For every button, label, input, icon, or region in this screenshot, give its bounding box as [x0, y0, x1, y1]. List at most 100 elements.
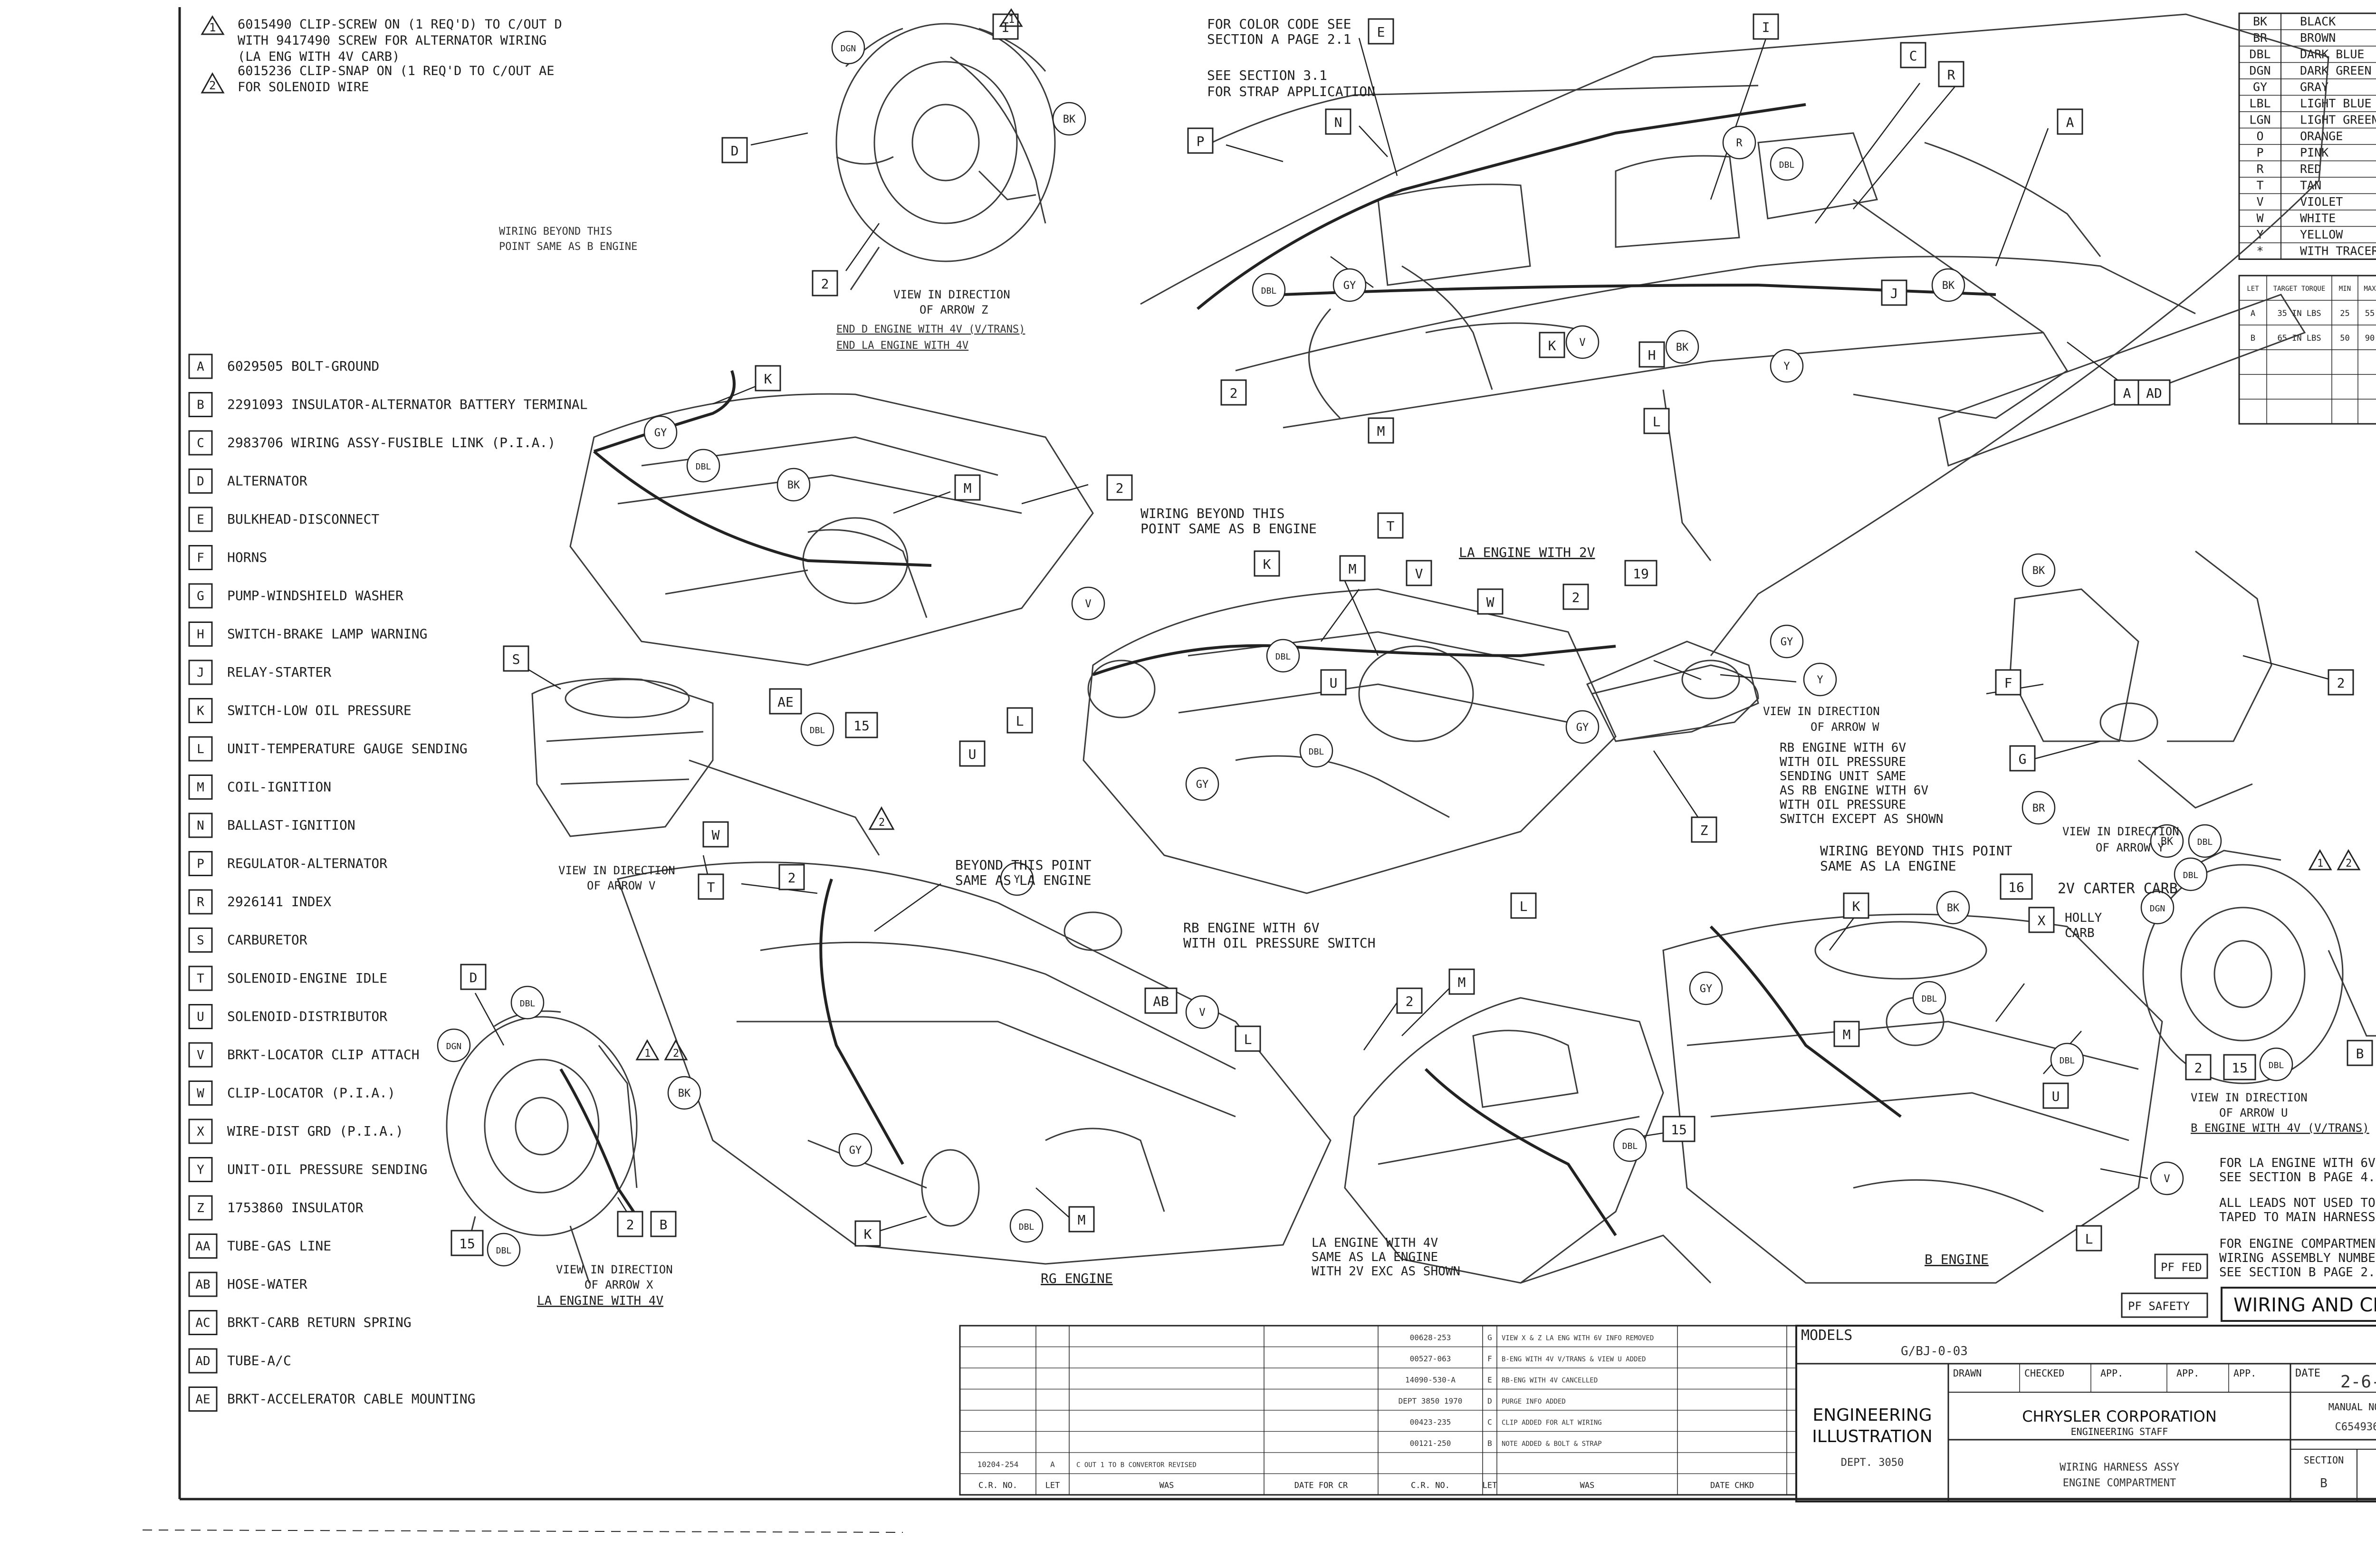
svg-text:OF ARROW X: OF ARROW X [584, 1278, 653, 1291]
callout-box: Z [1691, 816, 1717, 843]
revision-cr: 00628-253 [1410, 1333, 1451, 1342]
svg-text:L: L [1016, 713, 1024, 729]
wire-color-circle: V [1071, 586, 1105, 621]
torque-cell: 55 [2365, 309, 2375, 318]
wire-color-circle: BK [1665, 330, 1699, 364]
legend-code: U [197, 1010, 204, 1024]
svg-text:F: F [2004, 675, 2012, 691]
legend-code: R [197, 895, 204, 909]
title-block-text: C654936 [2335, 1421, 2376, 1433]
title-block-text: CHECKED [2024, 1367, 2064, 1379]
revision-header: C.R. NO. [1411, 1481, 1450, 1491]
callout-box: B [2347, 1040, 2373, 1066]
color-code: LBL [2249, 96, 2271, 110]
svg-text:CARB: CARB [2065, 926, 2095, 940]
color-code: DGN [2249, 64, 2271, 77]
color-code: O [2256, 129, 2263, 143]
wire-color-circle: DBL [1613, 1128, 1647, 1162]
svg-text:DBL: DBL [2197, 837, 2213, 847]
callout-box: M [1833, 1021, 1860, 1047]
revision-was: B-ENG WITH 4V V/TRANS & VIEW U ADDED [1502, 1356, 1646, 1363]
callout-box: 15 [845, 712, 878, 738]
svg-text:BK: BK [1947, 902, 1960, 914]
svg-text:V: V [2164, 1173, 2170, 1185]
title-block-text: APP. [2176, 1367, 2199, 1379]
callout-box: X [2028, 907, 2055, 933]
svg-text:BK: BK [1063, 114, 1076, 125]
svg-text:BR: BR [2032, 803, 2045, 814]
legend-code: D [197, 475, 204, 489]
svg-text:L: L [1653, 414, 1661, 430]
legend-code: F [197, 551, 204, 565]
callout-box: 2 [1106, 474, 1133, 501]
svg-text:OF ARROW W: OF ARROW W [1811, 720, 1879, 734]
title-block-text: MODELS [1801, 1327, 1852, 1344]
svg-text:DBL: DBL [1275, 652, 1291, 662]
svg-text:BK: BK [1676, 342, 1689, 354]
wire-color-circle: DGN [2140, 890, 2175, 925]
wire-color-circle: DBL [2174, 857, 2208, 891]
color-name: RED [2300, 162, 2321, 176]
legend-code: Z [197, 1201, 204, 1215]
legend-code: C [197, 436, 204, 450]
wire-color-circle: V [2150, 1161, 2184, 1195]
callout-box: AE [769, 688, 802, 715]
callout-box: 15 [1662, 1116, 1696, 1142]
svg-text:VIEW IN DIRECTION: VIEW IN DIRECTION [2191, 1091, 2308, 1104]
svg-text:BEYOND THIS POINT: BEYOND THIS POINT [955, 857, 1092, 873]
svg-text:SENDING UNIT SAME: SENDING UNIT SAME [1780, 769, 1906, 784]
svg-text:C: C [1909, 48, 1917, 64]
svg-text:WIRING AND CLIPS: WIRING AND CLIPS [2233, 1294, 2376, 1316]
svg-text:2: 2 [673, 1048, 679, 1060]
torque-cell: 25 [2340, 309, 2349, 318]
legend-desc: BRKT-CARB RETURN SPRING [227, 1315, 412, 1330]
svg-text:LA ENGINE WITH 4V: LA ENGINE WITH 4V [1312, 1236, 1438, 1250]
svg-text:I: I [1762, 19, 1770, 35]
svg-text:M: M [1078, 1212, 1086, 1228]
torque-cell: A [2251, 309, 2255, 318]
svg-text:WITH OIL PRESSURE SWITCH: WITH OIL PRESSURE SWITCH [1183, 935, 1376, 951]
wire-color-circle: DBL [2188, 824, 2222, 858]
wire-color-circle: R [1722, 125, 1756, 160]
title-block-text: G/BJ-0-03 [1901, 1344, 1968, 1358]
svg-text:2: 2 [1406, 994, 1414, 1009]
callout-box: 19 [1624, 560, 1657, 586]
legend-code-box [188, 354, 213, 379]
wire-color-circle: BK [667, 1076, 701, 1110]
legend-code-box [188, 774, 213, 800]
svg-text:S: S [512, 651, 520, 667]
svg-text:GY: GY [1700, 983, 1713, 995]
callout-box: W [702, 821, 729, 848]
engine-view-la2v [1083, 588, 1759, 894]
view-y-horns [2009, 550, 2272, 809]
svg-text:M: M [1843, 1027, 1851, 1042]
svg-text:OF ARROW V: OF ARROW V [587, 879, 656, 892]
svg-text:(LA ENG WITH 4V CARB): (LA ENG WITH 4V CARB) [238, 49, 400, 64]
legend-desc: WIRE-DIST GRD (P.I.A.) [227, 1123, 403, 1139]
revision-let: C [1487, 1418, 1492, 1427]
title-block-text: APP. [2100, 1367, 2123, 1379]
svg-text:P: P [1197, 134, 1205, 149]
title-block-text: CHRYSLER CORPORATION [2022, 1407, 2217, 1425]
callout-box: U [1320, 669, 1347, 696]
color-code: W [2256, 211, 2264, 225]
svg-text:B ENGINE: B ENGINE [1925, 1252, 1989, 1267]
wire-color-circle: BK [1931, 268, 1965, 302]
svg-text:M: M [1377, 423, 1385, 439]
callout-box: S [503, 645, 529, 672]
wire-color-circle: DBL [1299, 734, 1333, 768]
car-body-perspective [1140, 13, 2329, 656]
svg-text:L: L [1520, 899, 1528, 914]
